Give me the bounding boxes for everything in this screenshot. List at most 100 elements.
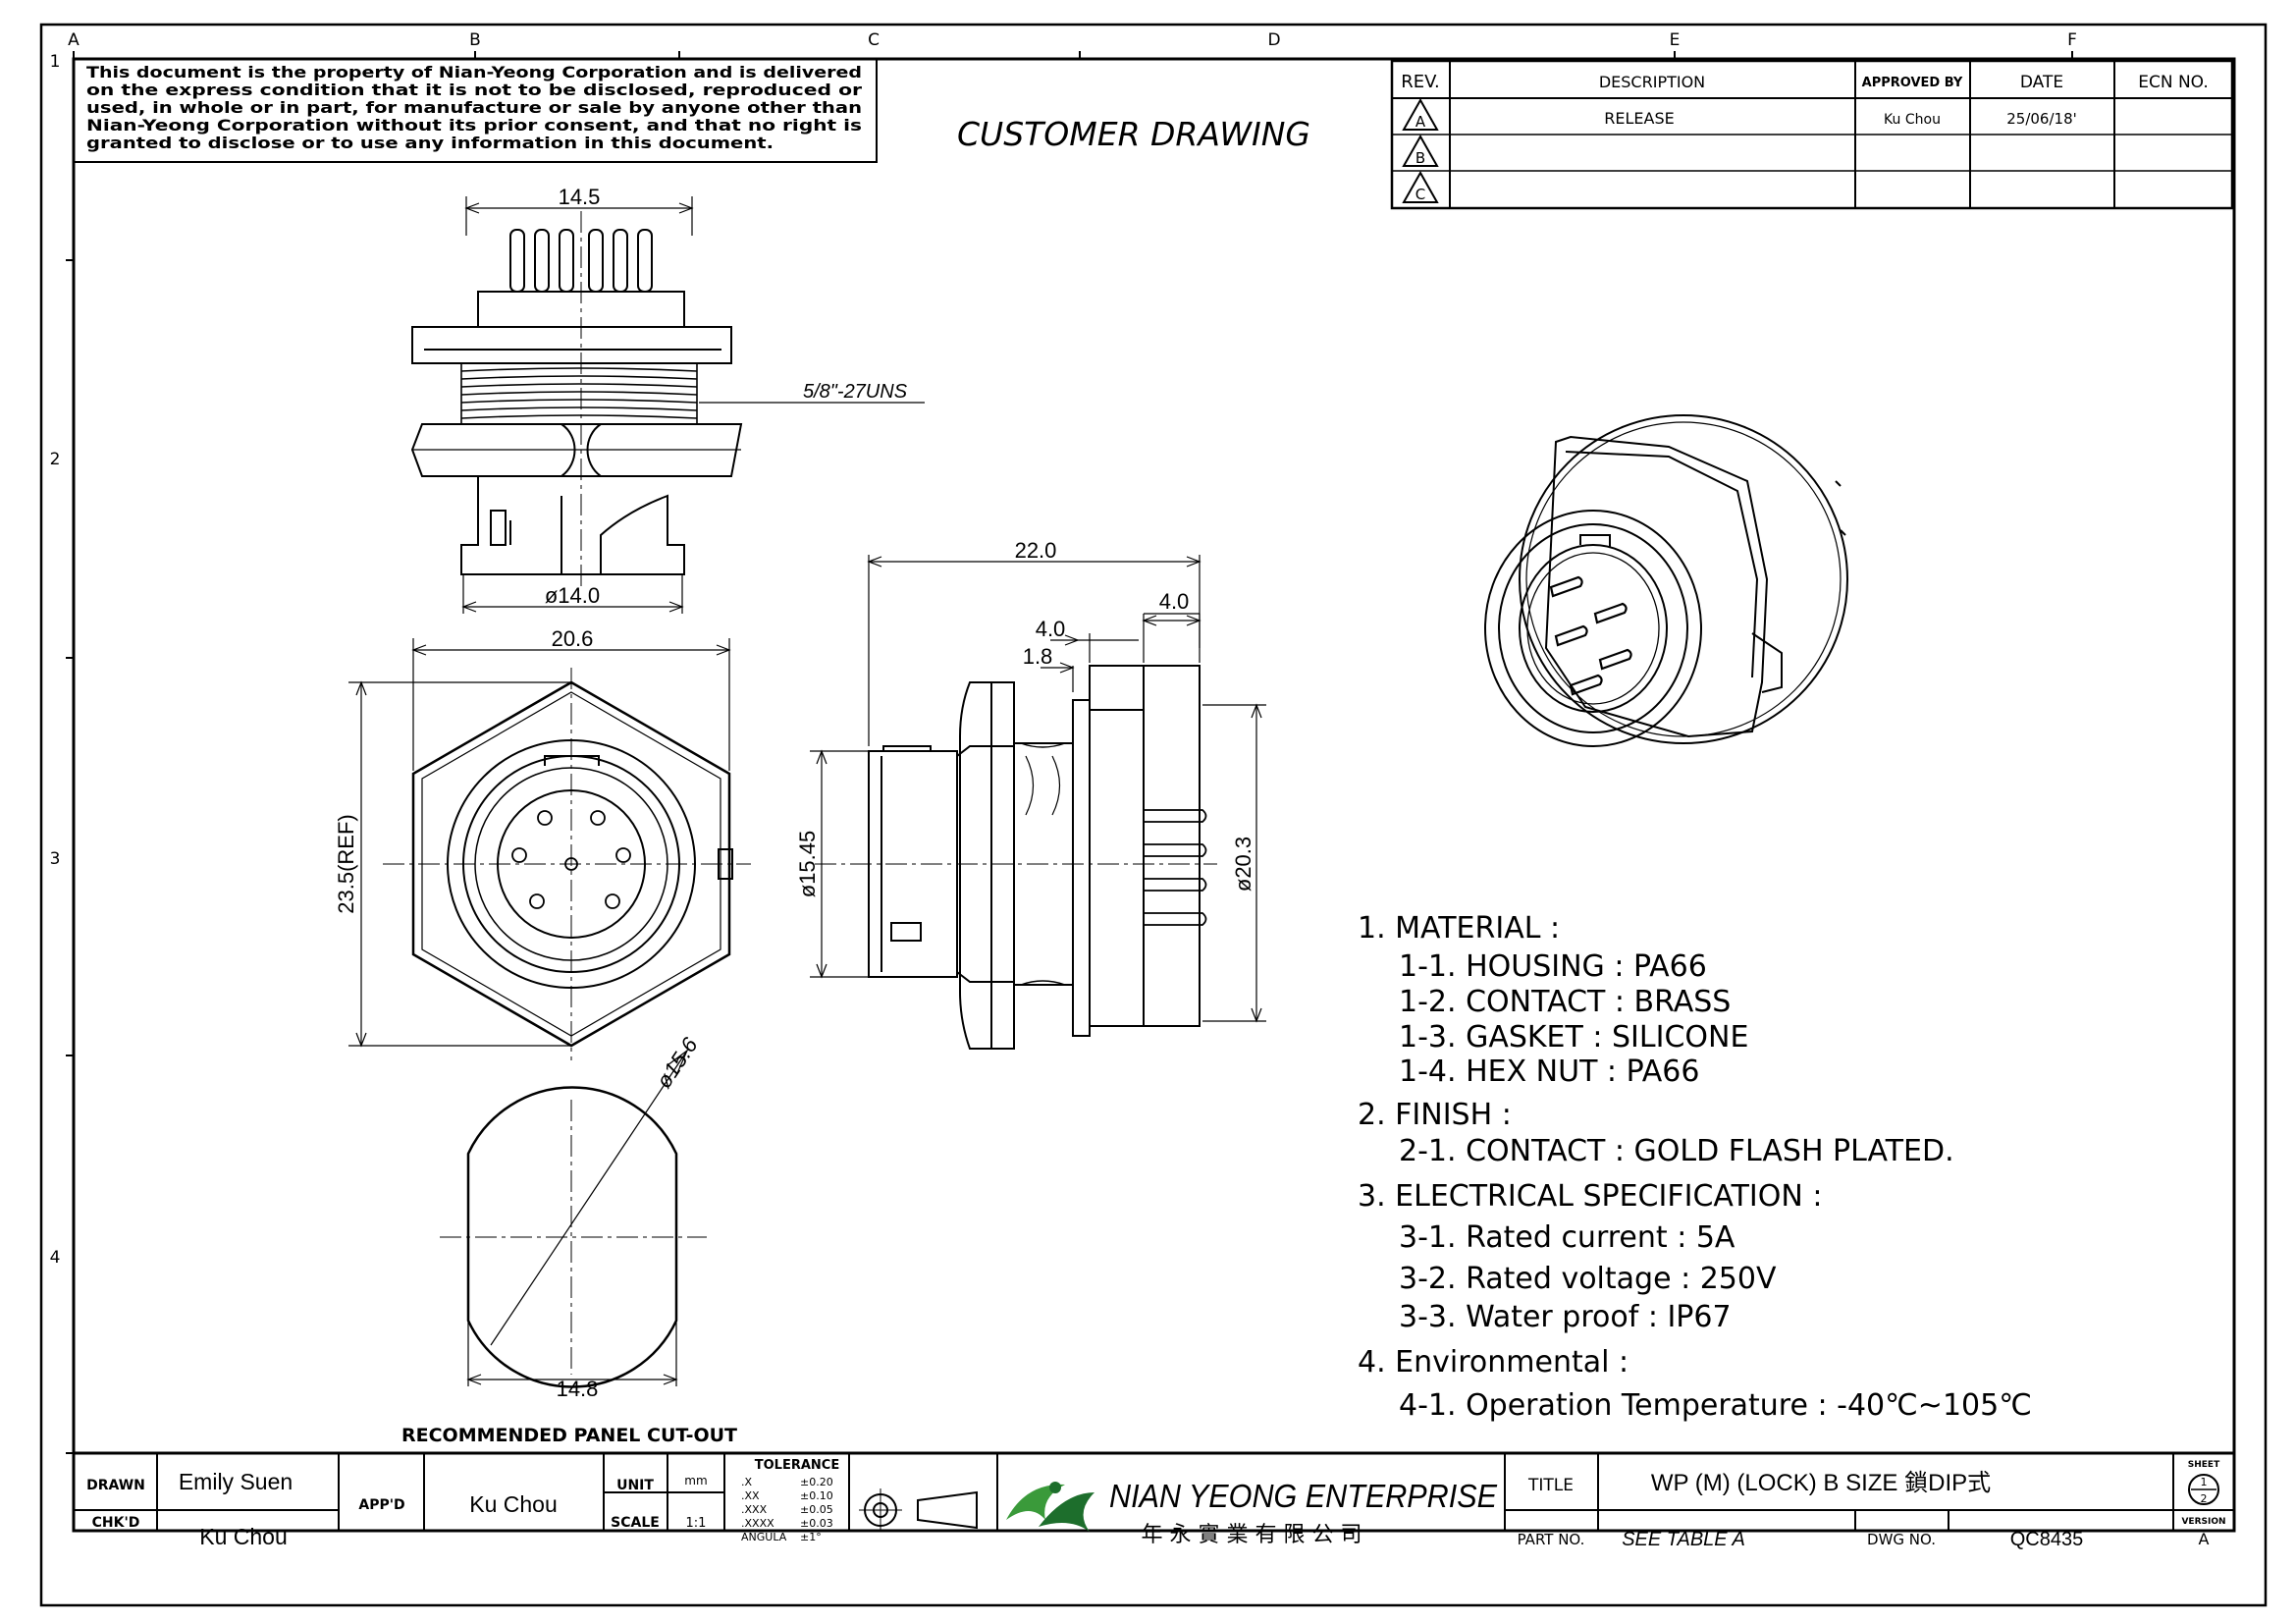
notice-line: used, in whole or in part, for manufactu… [86, 98, 862, 117]
zone-col-a: A [68, 30, 80, 50]
title-label: TITLE [1527, 1476, 1574, 1495]
note-line: 3-2. Rated voltage : 250V [1399, 1262, 1777, 1296]
appd-label: APP'D [358, 1497, 404, 1513]
note-line: 3-1. Rated current : 5A [1399, 1220, 1735, 1255]
isometric-view [1484, 414, 1848, 747]
svg-text:±0.20: ±0.20 [800, 1476, 833, 1488]
note-line: 2. FINISH : [1358, 1098, 1512, 1132]
zone-col-e: E [1670, 30, 1681, 50]
notes: 1. MATERIAL : 1-1. HOUSING : PA66 1-2. C… [1358, 911, 2032, 1423]
chkd-label: CHK'D [92, 1515, 140, 1531]
company-logo [1006, 1482, 1095, 1532]
side-view: 22.0 4.0 1.8 4.0 ø15.45 ø20.3 [795, 538, 1266, 1050]
svg-text:±1°: ±1° [800, 1531, 822, 1543]
description-header: DESCRIPTION [1599, 73, 1705, 91]
rev-b-marker: B [1402, 134, 1439, 167]
notice-text: This document is the property of Nian-Ye… [86, 63, 862, 152]
appd-value: Ku Chou [469, 1491, 558, 1517]
note-line: 1-1. HOUSING : PA66 [1399, 949, 1707, 984]
zone-row-3: 3 [50, 849, 61, 869]
dim-cutout-flat: 14.8 [557, 1377, 599, 1401]
company-name-cn: 年 永 實 業 有 限 公 司 [1142, 1523, 1362, 1547]
svg-text:C: C [1415, 186, 1425, 203]
ecn-header: ECN NO. [2138, 73, 2209, 92]
svg-text:±0.05: ±0.05 [800, 1503, 833, 1516]
sheet-label: SHEET [2188, 1460, 2220, 1470]
approved-by-header: APPROVED BY [1862, 76, 1963, 90]
zone-row-2: 2 [50, 450, 61, 469]
cutout-label: RECOMMENDED PANEL CUT-OUT [401, 1425, 737, 1446]
panel-cutout-view: ø15.6 14.8 RECOMMENDED PANEL CUT-OUT [401, 1033, 737, 1446]
notice-box [73, 58, 878, 163]
zone-col-f: F [2067, 30, 2077, 50]
note-line: 4. Environmental : [1358, 1345, 1629, 1380]
title-block: DRAWN Emily Suen CHK'D Ku Chou APP'D Ku … [72, 1451, 2236, 1550]
rev-a-approved: Ku Chou [1884, 112, 1941, 128]
zone-col-d: D [1267, 30, 1280, 50]
note-line: 1-3. GASKET : SILICONE [1399, 1020, 1748, 1055]
rev-a-marker: A [1402, 97, 1439, 131]
dim-side-dia-left: ø15.45 [795, 831, 820, 898]
dim-side-length: 22.0 [1015, 538, 1057, 563]
tolerance-label: TOLERANCE [755, 1458, 839, 1473]
unit-value: mm [684, 1474, 707, 1488]
dim-base-dia: ø14.0 [545, 583, 600, 608]
notice-line: Nian-Yeong Corporation without its prior… [86, 116, 862, 135]
svg-text:.XX: .XX [741, 1489, 760, 1502]
unit-label: UNIT [616, 1478, 654, 1493]
svg-text:.XXX: .XXX [741, 1503, 768, 1516]
rev-a-date: 25/06/18' [2006, 110, 2077, 128]
dwg-no-label: DWG NO. [1867, 1531, 1936, 1548]
tolerance-table: .X ±0.20 .XX ±0.10 .XXX ±0.05 .XXXX ±0.0… [741, 1476, 833, 1543]
outer-border [39, 23, 2268, 1607]
version-label: VERSION [2181, 1517, 2225, 1527]
note-line: 1-4. HEX NUT : PA66 [1399, 1055, 1699, 1089]
dim-hex-width: 20.6 [552, 626, 594, 651]
date-header: DATE [2020, 73, 2063, 92]
note-line: 4-1. Operation Temperature : -40℃~105℃ [1399, 1388, 2032, 1423]
scale-value: 1:1 [686, 1516, 707, 1531]
rev-header: REV. [1401, 72, 1440, 92]
note-line: 1-2. CONTACT : BRASS [1399, 985, 1731, 1019]
dim-cutout-dia: ø15.6 [651, 1033, 703, 1093]
rev-c-marker: C [1402, 170, 1439, 203]
dim-side-4-0-b: 4.0 [1159, 589, 1190, 614]
note-line: 2-1. CONTACT : GOLD FLASH PLATED. [1399, 1134, 1954, 1168]
svg-text:.X: .X [741, 1476, 752, 1488]
notice-line: This document is the property of Nian-Ye… [86, 63, 862, 81]
zone-col-c: C [868, 30, 880, 50]
dim-thread: 5/8"-27UNS [803, 381, 908, 403]
note-line: 3-3. Water proof : IP67 [1399, 1300, 1732, 1334]
zone-row-4: 4 [50, 1248, 61, 1268]
drawn-value: Emily Suen [179, 1469, 293, 1494]
zone-col-b: B [469, 30, 481, 50]
dim-side-4-0-a: 4.0 [1036, 617, 1066, 641]
header-title: CUSTOMER DRAWING [957, 115, 1310, 153]
revision-table: REV. DESCRIPTION APPROVED BY DATE ECN NO… [1390, 59, 2234, 210]
note-line: 3. ELECTRICAL SPECIFICATION : [1358, 1179, 1822, 1214]
svg-text:B: B [1415, 149, 1425, 167]
top-view: 14.5 ø14.0 5/8"-27UNS [410, 185, 925, 614]
svg-text:.XXXX: .XXXX [741, 1517, 774, 1530]
version-value: A [2199, 1530, 2210, 1548]
projection-symbol [859, 1488, 978, 1532]
inner-border [72, 57, 2236, 1533]
dwg-no-value: QC8435 [2010, 1529, 2084, 1550]
svg-text:2: 2 [2201, 1492, 2208, 1505]
svg-text:ANGULA: ANGULA [741, 1531, 787, 1543]
note-line: 1. MATERIAL : [1358, 911, 1560, 946]
svg-text:1: 1 [2201, 1476, 2208, 1488]
svg-text:A: A [1415, 113, 1426, 131]
dim-side-dia-right: ø20.3 [1231, 837, 1255, 892]
company-name: NIAN YEONG ENTERPRISE [1109, 1478, 1498, 1514]
part-no-label: PART NO. [1518, 1531, 1585, 1548]
sheet-symbol: 1 2 [2188, 1474, 2219, 1505]
zone-row-1: 1 [50, 52, 61, 72]
svg-text:±0.10: ±0.10 [800, 1489, 833, 1502]
svg-text:±0.03: ±0.03 [800, 1517, 833, 1530]
notice-line: on the express condition that it is not … [86, 81, 862, 99]
chkd-value: Ku Chou [199, 1524, 288, 1549]
rev-a-description: RELEASE [1604, 109, 1674, 128]
scale-label: SCALE [611, 1515, 660, 1531]
